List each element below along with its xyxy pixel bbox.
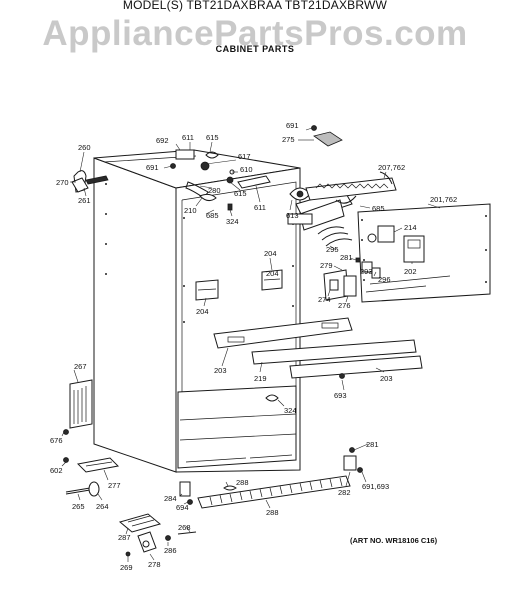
- callout-284: 284: [164, 494, 177, 503]
- callout-691: 691: [286, 121, 299, 130]
- callout-204: 204: [196, 307, 209, 316]
- callout-615: 615: [206, 133, 219, 142]
- callout-277: 277: [108, 481, 121, 490]
- callout-295: 295: [326, 245, 339, 254]
- bracket-204: [195, 269, 283, 301]
- callout-286: 286: [164, 546, 177, 555]
- callout-202: 202: [404, 267, 417, 276]
- callout-219: 219: [254, 374, 267, 383]
- callout-613: 613: [286, 211, 299, 220]
- callout-260: 260: [78, 143, 91, 152]
- callout-676: 676: [50, 436, 63, 445]
- callout-281: 281: [340, 253, 353, 262]
- callout-611: 611: [254, 203, 266, 212]
- callout-270: 270: [56, 178, 69, 187]
- callout-287: 287: [118, 533, 131, 542]
- callout-269: 269: [120, 563, 133, 572]
- callout-296: 296: [378, 275, 391, 284]
- side-liner-267: [63, 379, 120, 473]
- callout-280: 280: [208, 186, 221, 195]
- callout-691-693: 691,693: [362, 482, 389, 491]
- callout-275: 275: [282, 135, 295, 144]
- callout-694: 694: [176, 503, 189, 512]
- callout-282: 282: [338, 488, 351, 497]
- callout-685: 685: [372, 204, 385, 213]
- callout-276: 276: [338, 301, 351, 310]
- leader-lines: [61, 127, 441, 562]
- callout-288: 288: [236, 478, 249, 487]
- callout-203: 203: [214, 366, 227, 375]
- callout-207-762: 207,762: [378, 163, 405, 172]
- callout-214: 214: [404, 223, 417, 232]
- callout-264: 264: [96, 502, 109, 511]
- callout-210: 210: [184, 206, 197, 215]
- lower-parts: [65, 373, 363, 557]
- callout-685: 685: [206, 211, 219, 220]
- callout-615: 615: [234, 189, 247, 198]
- callout-617: 617: [238, 152, 251, 161]
- callout-274: 274: [318, 295, 331, 304]
- callout-691: 691: [146, 163, 159, 172]
- callout-204: 204: [266, 269, 279, 278]
- callout-692: 692: [156, 136, 169, 145]
- wiring-harness: [317, 226, 381, 301]
- section-title: CABINET PARTS: [215, 44, 295, 54]
- callout-267: 267: [74, 362, 87, 371]
- callout-201-762: 201,762: [430, 195, 457, 204]
- fan-assembly: [287, 171, 397, 231]
- art-number: (ART NO. WR18106 C16): [350, 536, 438, 545]
- callout-293: 293: [360, 267, 373, 276]
- diagram-artwork: [61, 125, 491, 562]
- callout-278: 278: [148, 560, 161, 569]
- callout-610: 610: [240, 165, 253, 174]
- part-callouts: 691 275 692 611 615 691 617 610 615 280 …: [50, 121, 457, 572]
- watermark: AppliancePartsPros.com: [42, 14, 468, 53]
- top-hinge-parts: [71, 125, 343, 211]
- callout-288: 288: [266, 508, 279, 517]
- callout-281: 281: [366, 440, 379, 449]
- callout-261: 261: [78, 196, 91, 205]
- mullion-bars: [213, 317, 423, 379]
- callout-693: 693: [334, 391, 347, 400]
- callout-324: 324: [226, 217, 239, 226]
- callout-204: 204: [264, 249, 277, 258]
- callout-279: 279: [320, 261, 333, 270]
- callout-611: 611: [182, 133, 194, 142]
- control-board: [357, 203, 491, 303]
- callout-203: 203: [380, 374, 393, 383]
- callout-268: 268: [178, 523, 191, 532]
- callout-324: 324: [284, 406, 297, 415]
- models-line: MODEL(S) TBT21DAXBRAA TBT21DAXBRWW: [122, 0, 388, 12]
- callout-265: 265: [72, 502, 85, 511]
- callout-602: 602: [50, 466, 63, 475]
